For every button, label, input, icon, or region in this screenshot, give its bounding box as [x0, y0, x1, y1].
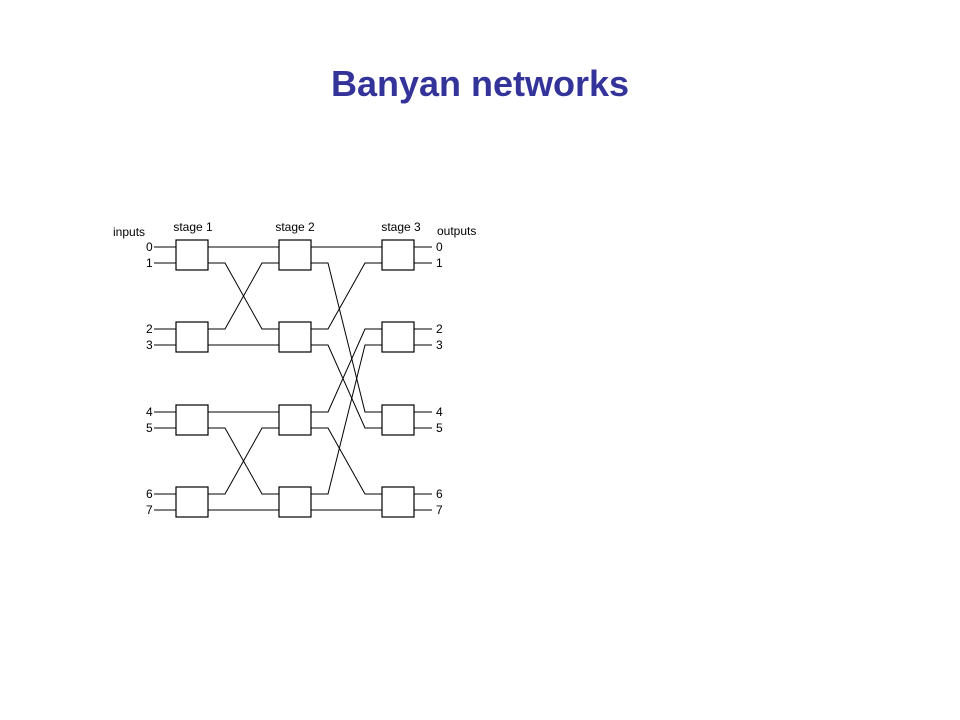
switch-box-stage2 — [278, 404, 312, 436]
input-number-label: 6 — [146, 487, 153, 501]
switch-box-stage3 — [381, 321, 415, 353]
output-number-label: 5 — [436, 421, 443, 435]
switch-box-stage3 — [381, 239, 415, 271]
switch-box-stage1 — [175, 486, 209, 518]
input-number-label: 5 — [146, 421, 153, 435]
link-stage2-stage3 — [311, 344, 382, 429]
switch-box-stage1 — [175, 404, 209, 436]
switch-box-stage2 — [278, 321, 312, 353]
link-stage2-stage3 — [311, 328, 382, 413]
switch-box-stage3 — [381, 486, 415, 518]
link-stage2-stage3 — [311, 427, 382, 495]
link-stage2-stage3 — [311, 262, 382, 330]
stage-label: stage 1 — [173, 220, 213, 234]
input-number-label: 0 — [146, 240, 153, 254]
output-number-label: 0 — [436, 240, 443, 254]
link-stage2-stage3 — [311, 262, 382, 413]
input-number-label: 7 — [146, 503, 153, 517]
inputs-label: inputs — [113, 225, 145, 239]
input-number-label: 3 — [146, 338, 153, 352]
switch-box-stage2 — [278, 486, 312, 518]
outputs-label: outputs — [437, 224, 476, 238]
link-stage1-stage2 — [208, 262, 279, 330]
switch-box-stage1 — [175, 321, 209, 353]
output-number-label: 6 — [436, 487, 443, 501]
input-number-label: 1 — [146, 256, 153, 270]
link-stage1-stage2 — [208, 427, 279, 495]
input-number-label: 2 — [146, 322, 153, 336]
output-number-label: 1 — [436, 256, 443, 270]
output-number-label: 3 — [436, 338, 443, 352]
slide-title: Banyan networks — [330, 63, 630, 104]
output-number-label: 4 — [436, 405, 443, 419]
switch-box-stage1 — [175, 239, 209, 271]
link-stage2-stage3 — [311, 344, 382, 495]
stage-label: stage 2 — [275, 220, 315, 234]
switch-box-stage2 — [278, 239, 312, 271]
output-number-label: 7 — [436, 503, 443, 517]
output-number-label: 2 — [436, 322, 443, 336]
switch-box-stage3 — [381, 404, 415, 436]
input-number-label: 4 — [146, 405, 153, 419]
stage-label: stage 3 — [381, 220, 421, 234]
